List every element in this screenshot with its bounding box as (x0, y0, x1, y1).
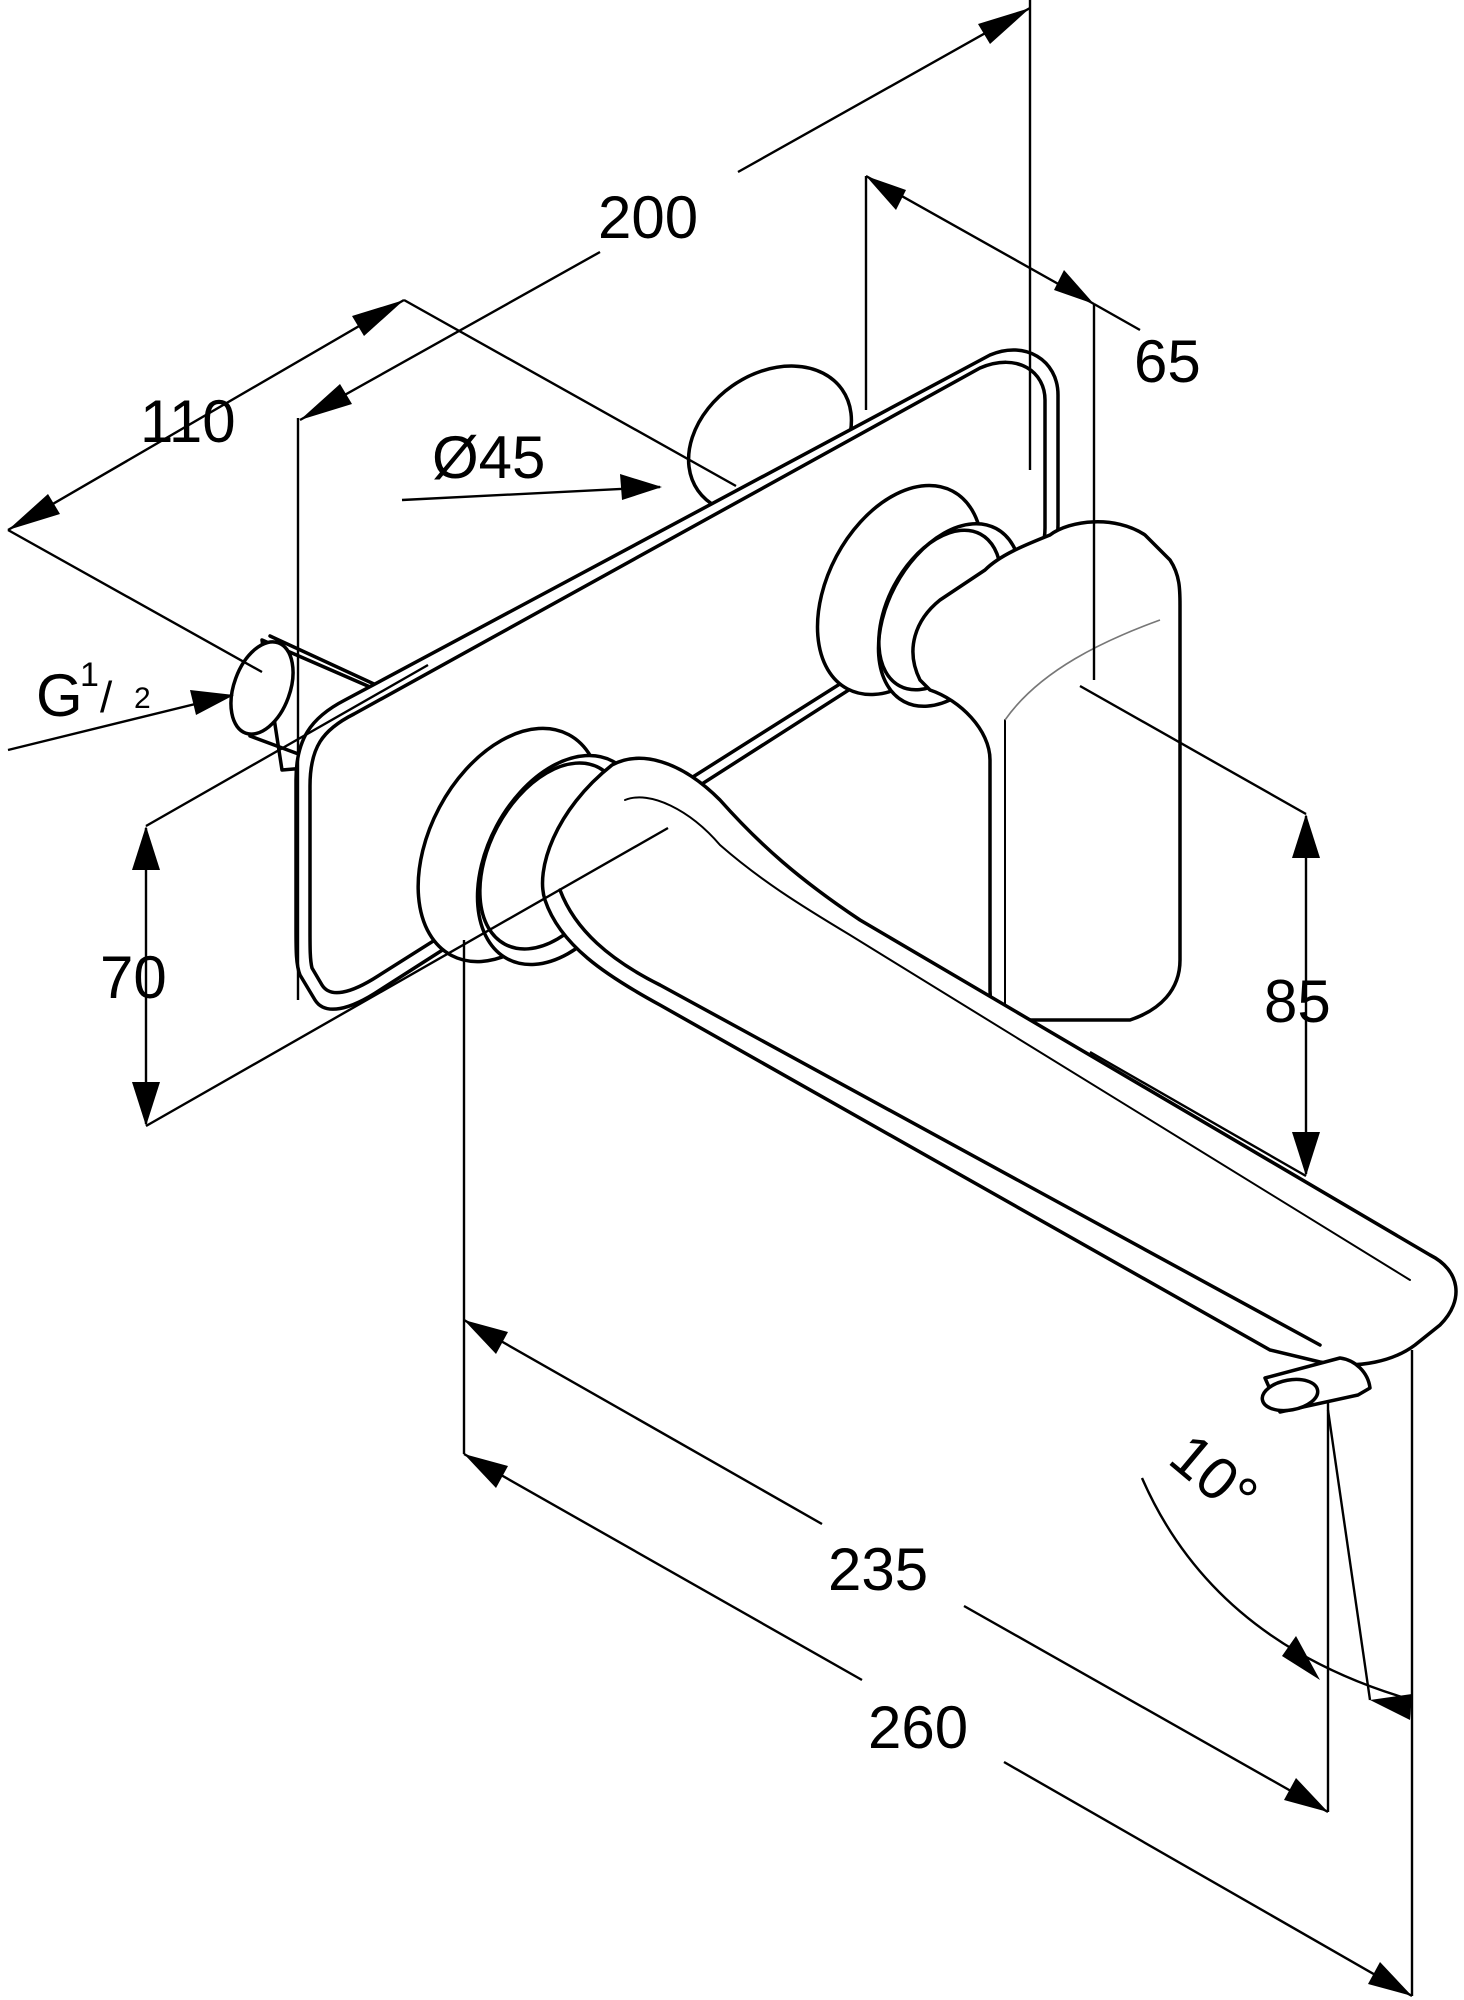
angle-arrow (1370, 1694, 1412, 1720)
dim-200-arrow (300, 384, 352, 420)
spout (416, 726, 1458, 1414)
dim-235-line (963, 1604, 1329, 1814)
dim-45-label: Ø45 (432, 424, 545, 491)
dim-70-label: 70 (100, 944, 167, 1011)
dim-65-line (865, 174, 1095, 306)
lever-handle (815, 483, 1182, 1022)
dim-70-arrow (132, 1082, 160, 1126)
dim-200-line (299, 250, 601, 422)
dim-65-arrow (1054, 270, 1094, 304)
thread-slash-label: / (100, 673, 113, 722)
dim-235-arrow (1284, 1778, 1328, 1812)
dim-85-arrow (1292, 1132, 1320, 1176)
thread-label: G 1 / 2 (36, 656, 151, 729)
dim-200-arrow (978, 8, 1030, 44)
thread-arrow (190, 690, 234, 715)
dim-45-leader (401, 485, 661, 502)
dim-200-line (737, 6, 1031, 174)
angle-label: 10° (1158, 1421, 1271, 1531)
dim-110-arrow (352, 300, 404, 336)
angle-arrow (1282, 1636, 1320, 1680)
dim-65-arrow (866, 176, 906, 210)
dim-85-label: 85 (1264, 968, 1331, 1035)
dim-260-arrow (1368, 1962, 1412, 1996)
dim-200-label: 200 (598, 184, 698, 251)
dim-260-line (1003, 1760, 1413, 1998)
dim-45-arrow (620, 474, 662, 500)
dim-260-label: 260 (868, 1694, 968, 1761)
dim-235-line (463, 1318, 823, 1526)
dimension-lines (7, 0, 1414, 1998)
dim-235-label: 235 (828, 1536, 928, 1603)
dim-65-label: 65 (1134, 328, 1201, 395)
thread-den-label: 2 (134, 682, 151, 715)
dim-110-label: 110 (140, 388, 236, 455)
dim-85-arrow (1292, 814, 1320, 858)
thread-num-label: 1 (80, 656, 99, 694)
angle-arc (1140, 1477, 1413, 1702)
dim-110-line (7, 298, 405, 532)
dim-70-arrow (132, 826, 160, 870)
dim-260-line (463, 1452, 863, 1682)
faucet-body (229, 348, 1458, 1414)
dim-235-arrow (464, 1320, 508, 1354)
thread-g-label: G (36, 662, 83, 729)
dim-110-arrow (8, 494, 60, 530)
dim-260-arrow (464, 1454, 508, 1488)
